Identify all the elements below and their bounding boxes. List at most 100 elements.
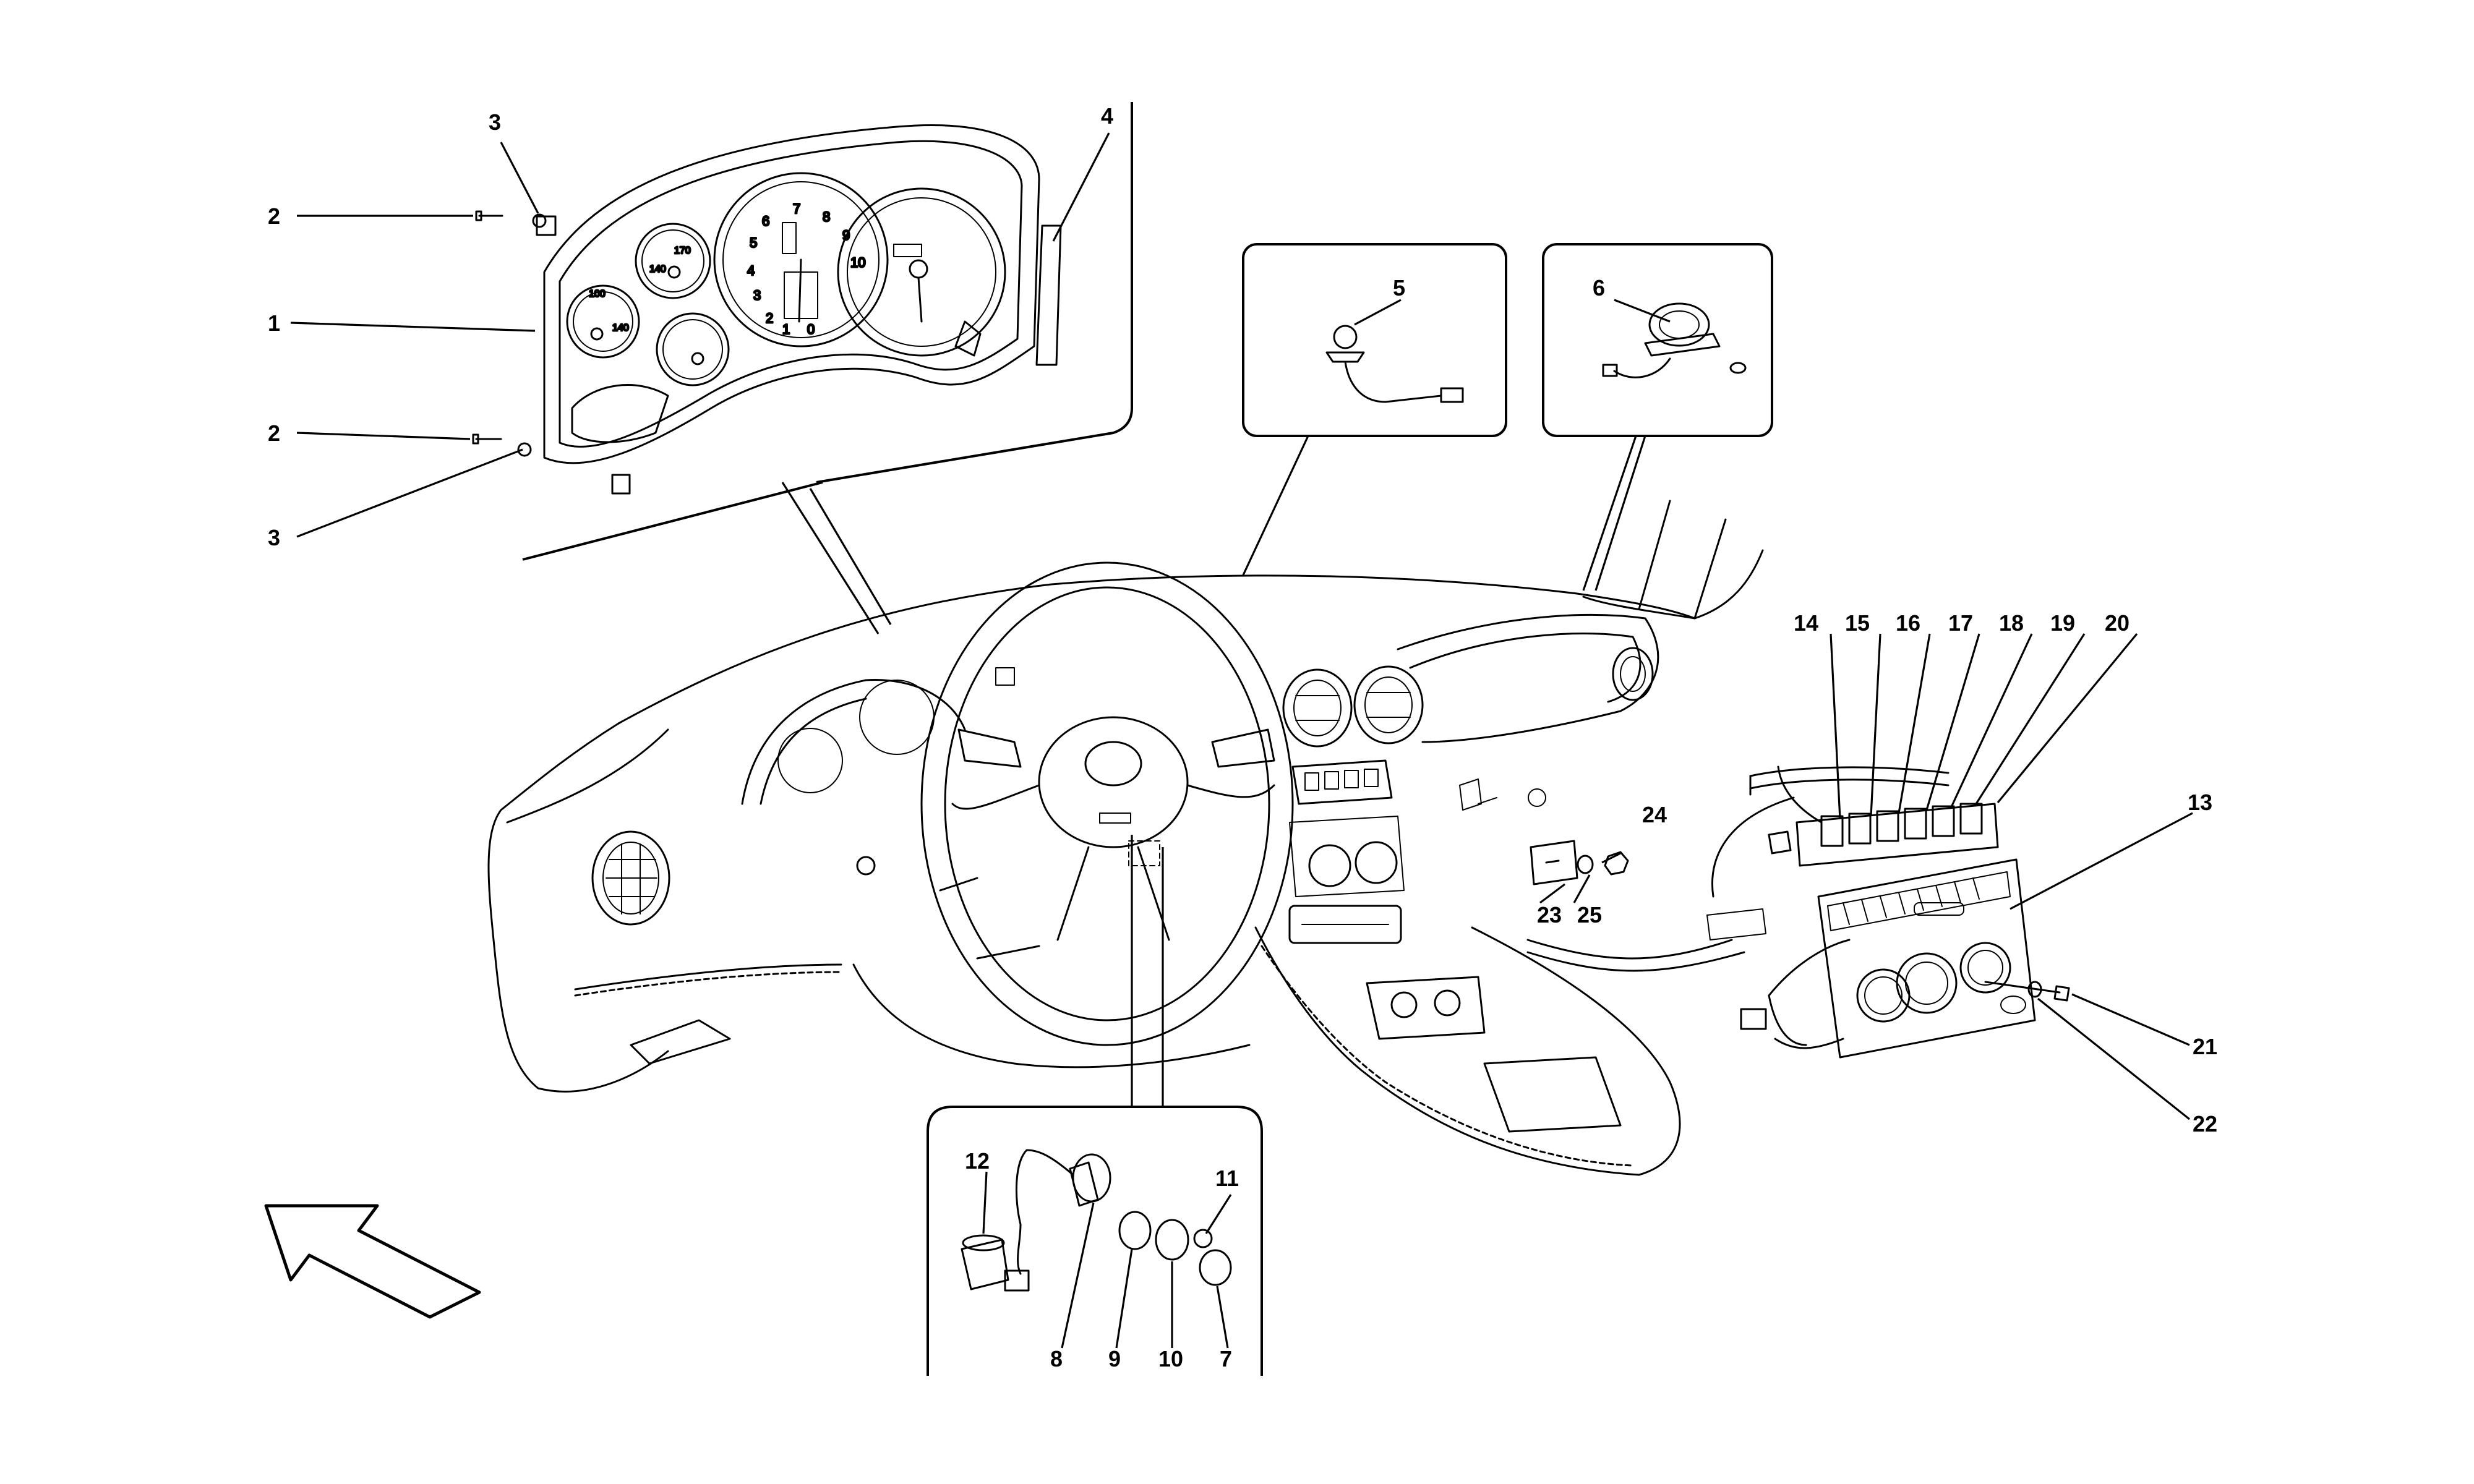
- leader-cluster-to-dash-b: [809, 488, 892, 625]
- steering-wheel: [920, 561, 1294, 1046]
- ignition-sleeve: [961, 1234, 1009, 1290]
- leader-cluster-to-dash-a: [781, 482, 880, 634]
- label-part-3-upper: 3: [489, 109, 501, 135]
- label-part-24: 24: [1642, 802, 1667, 827]
- tach-number-4: 4: [747, 263, 755, 278]
- label-part-16: 16: [1896, 610, 1920, 636]
- leader-7: [1216, 1286, 1229, 1349]
- tach-number-1: 1: [782, 322, 790, 337]
- label-part-22: 22: [2193, 1111, 2217, 1136]
- panel-screw: [1984, 981, 2070, 1002]
- washer-part-25: [1577, 855, 1594, 874]
- label-part-9: 9: [1108, 1346, 1121, 1371]
- panel-washer: [2027, 981, 2042, 998]
- leader-3-lower: [296, 448, 523, 538]
- leader-24: [1601, 852, 1621, 864]
- label-part-11: 11: [1215, 1166, 1239, 1191]
- tach-number-8: 8: [823, 209, 830, 224]
- gauge-number-140a: 140: [649, 264, 666, 275]
- leader-8: [1061, 1202, 1095, 1349]
- label-part-2-lower: 2: [268, 420, 280, 446]
- label-part-2-upper: 2: [268, 203, 280, 229]
- tach-number-5: 5: [750, 235, 757, 250]
- leader-25: [1573, 874, 1591, 903]
- label-part-13: 13: [2188, 790, 2212, 815]
- leader-19: [1975, 633, 2086, 804]
- label-part-12: 12: [965, 1148, 990, 1174]
- label-part-17: 17: [1948, 610, 1973, 636]
- label-part-10: 10: [1158, 1346, 1183, 1371]
- leader-22: [2037, 997, 2190, 1120]
- leader-4: [1052, 132, 1110, 242]
- leader-15: [1870, 633, 1881, 817]
- center-vent-right: [1353, 665, 1424, 744]
- right-air-vent: [1612, 647, 1654, 701]
- nut-part-24: [1604, 851, 1629, 876]
- ignition-cap-7: [1199, 1249, 1232, 1286]
- detail-box-part-5: [1242, 243, 1507, 437]
- leader-14: [1830, 633, 1841, 820]
- gauge-number-100: 100: [589, 289, 606, 299]
- tach-number-3: 3: [753, 288, 761, 303]
- leader-21: [2071, 993, 2190, 1046]
- label-part-19: 19: [2050, 610, 2075, 636]
- leader-6: [1614, 299, 1671, 323]
- bracket-part-23: [1530, 840, 1578, 885]
- dash-sensor-part-5: [1325, 325, 1464, 403]
- screw-lower: [472, 433, 502, 445]
- radio-unit: [1288, 905, 1402, 944]
- dash-speaker-part-6: [1602, 302, 1747, 378]
- label-part-7: 7: [1220, 1346, 1232, 1371]
- label-part-1: 1: [268, 310, 280, 336]
- ignition-ring-9: [1118, 1211, 1152, 1250]
- airbag-hub: [1038, 716, 1189, 848]
- leader-1: [290, 322, 536, 332]
- label-part-18: 18: [1999, 610, 2024, 636]
- leader-18: [1950, 633, 2033, 808]
- leader-17: [1925, 633, 1980, 811]
- leader-2-lower: [296, 432, 471, 440]
- detail-box-part-6: [1542, 243, 1773, 437]
- label-part-8: 8: [1050, 1346, 1063, 1371]
- leader-16: [1898, 633, 1931, 814]
- screw-upper: [475, 210, 503, 221]
- instrument-cluster: 6 7 8 9 10 5 4 3 2 1 0 170 140 100 140: [536, 124, 1040, 495]
- tach-number-0: 0: [807, 322, 815, 337]
- center-vent-left: [1282, 668, 1353, 748]
- speedometer: [837, 187, 1006, 357]
- gauge-number-140b: 140: [612, 323, 629, 333]
- ignition-switch: [1004, 1149, 1111, 1292]
- leader-9: [1115, 1248, 1133, 1349]
- leader-12: [982, 1171, 988, 1234]
- label-part-21: 21: [2193, 1034, 2217, 1059]
- tach-number-6: 6: [762, 213, 769, 229]
- leader-23: [1539, 883, 1565, 904]
- tach-number-10: 10: [850, 255, 865, 270]
- gauge-small-2: [635, 223, 711, 299]
- dashboard: [487, 500, 1795, 1176]
- tach-number-9: 9: [842, 228, 850, 243]
- label-part-15: 15: [1845, 610, 1870, 636]
- ignition-nut-11: [1193, 1229, 1213, 1248]
- climate-control-panel: [1740, 858, 2036, 1059]
- label-part-20: 20: [2105, 610, 2129, 636]
- cluster-frame-bottom-edge: [522, 481, 823, 561]
- switch-bank: [1749, 765, 1999, 867]
- label-part-6: 6: [1593, 275, 1605, 301]
- leader-5: [1354, 299, 1402, 326]
- washer-upper: [532, 213, 547, 228]
- leader-13: [2010, 812, 2193, 910]
- leader-11: [1205, 1194, 1232, 1234]
- cluster-detail-frame: [816, 102, 1133, 484]
- leader-box6-to-dash-b: [1594, 435, 1646, 591]
- label-part-23: 23: [1537, 902, 1562, 927]
- detail-box-ignition: [927, 1106, 1263, 1376]
- label-part-5: 5: [1393, 275, 1405, 301]
- cluster-seal-strip: [1035, 224, 1062, 366]
- tach-number-7: 7: [793, 201, 800, 216]
- ignition-ring-10: [1155, 1219, 1189, 1261]
- label-part-3-lower: 3: [268, 525, 280, 550]
- left-air-vent: [591, 830, 670, 926]
- label-part-14: 14: [1794, 610, 1818, 636]
